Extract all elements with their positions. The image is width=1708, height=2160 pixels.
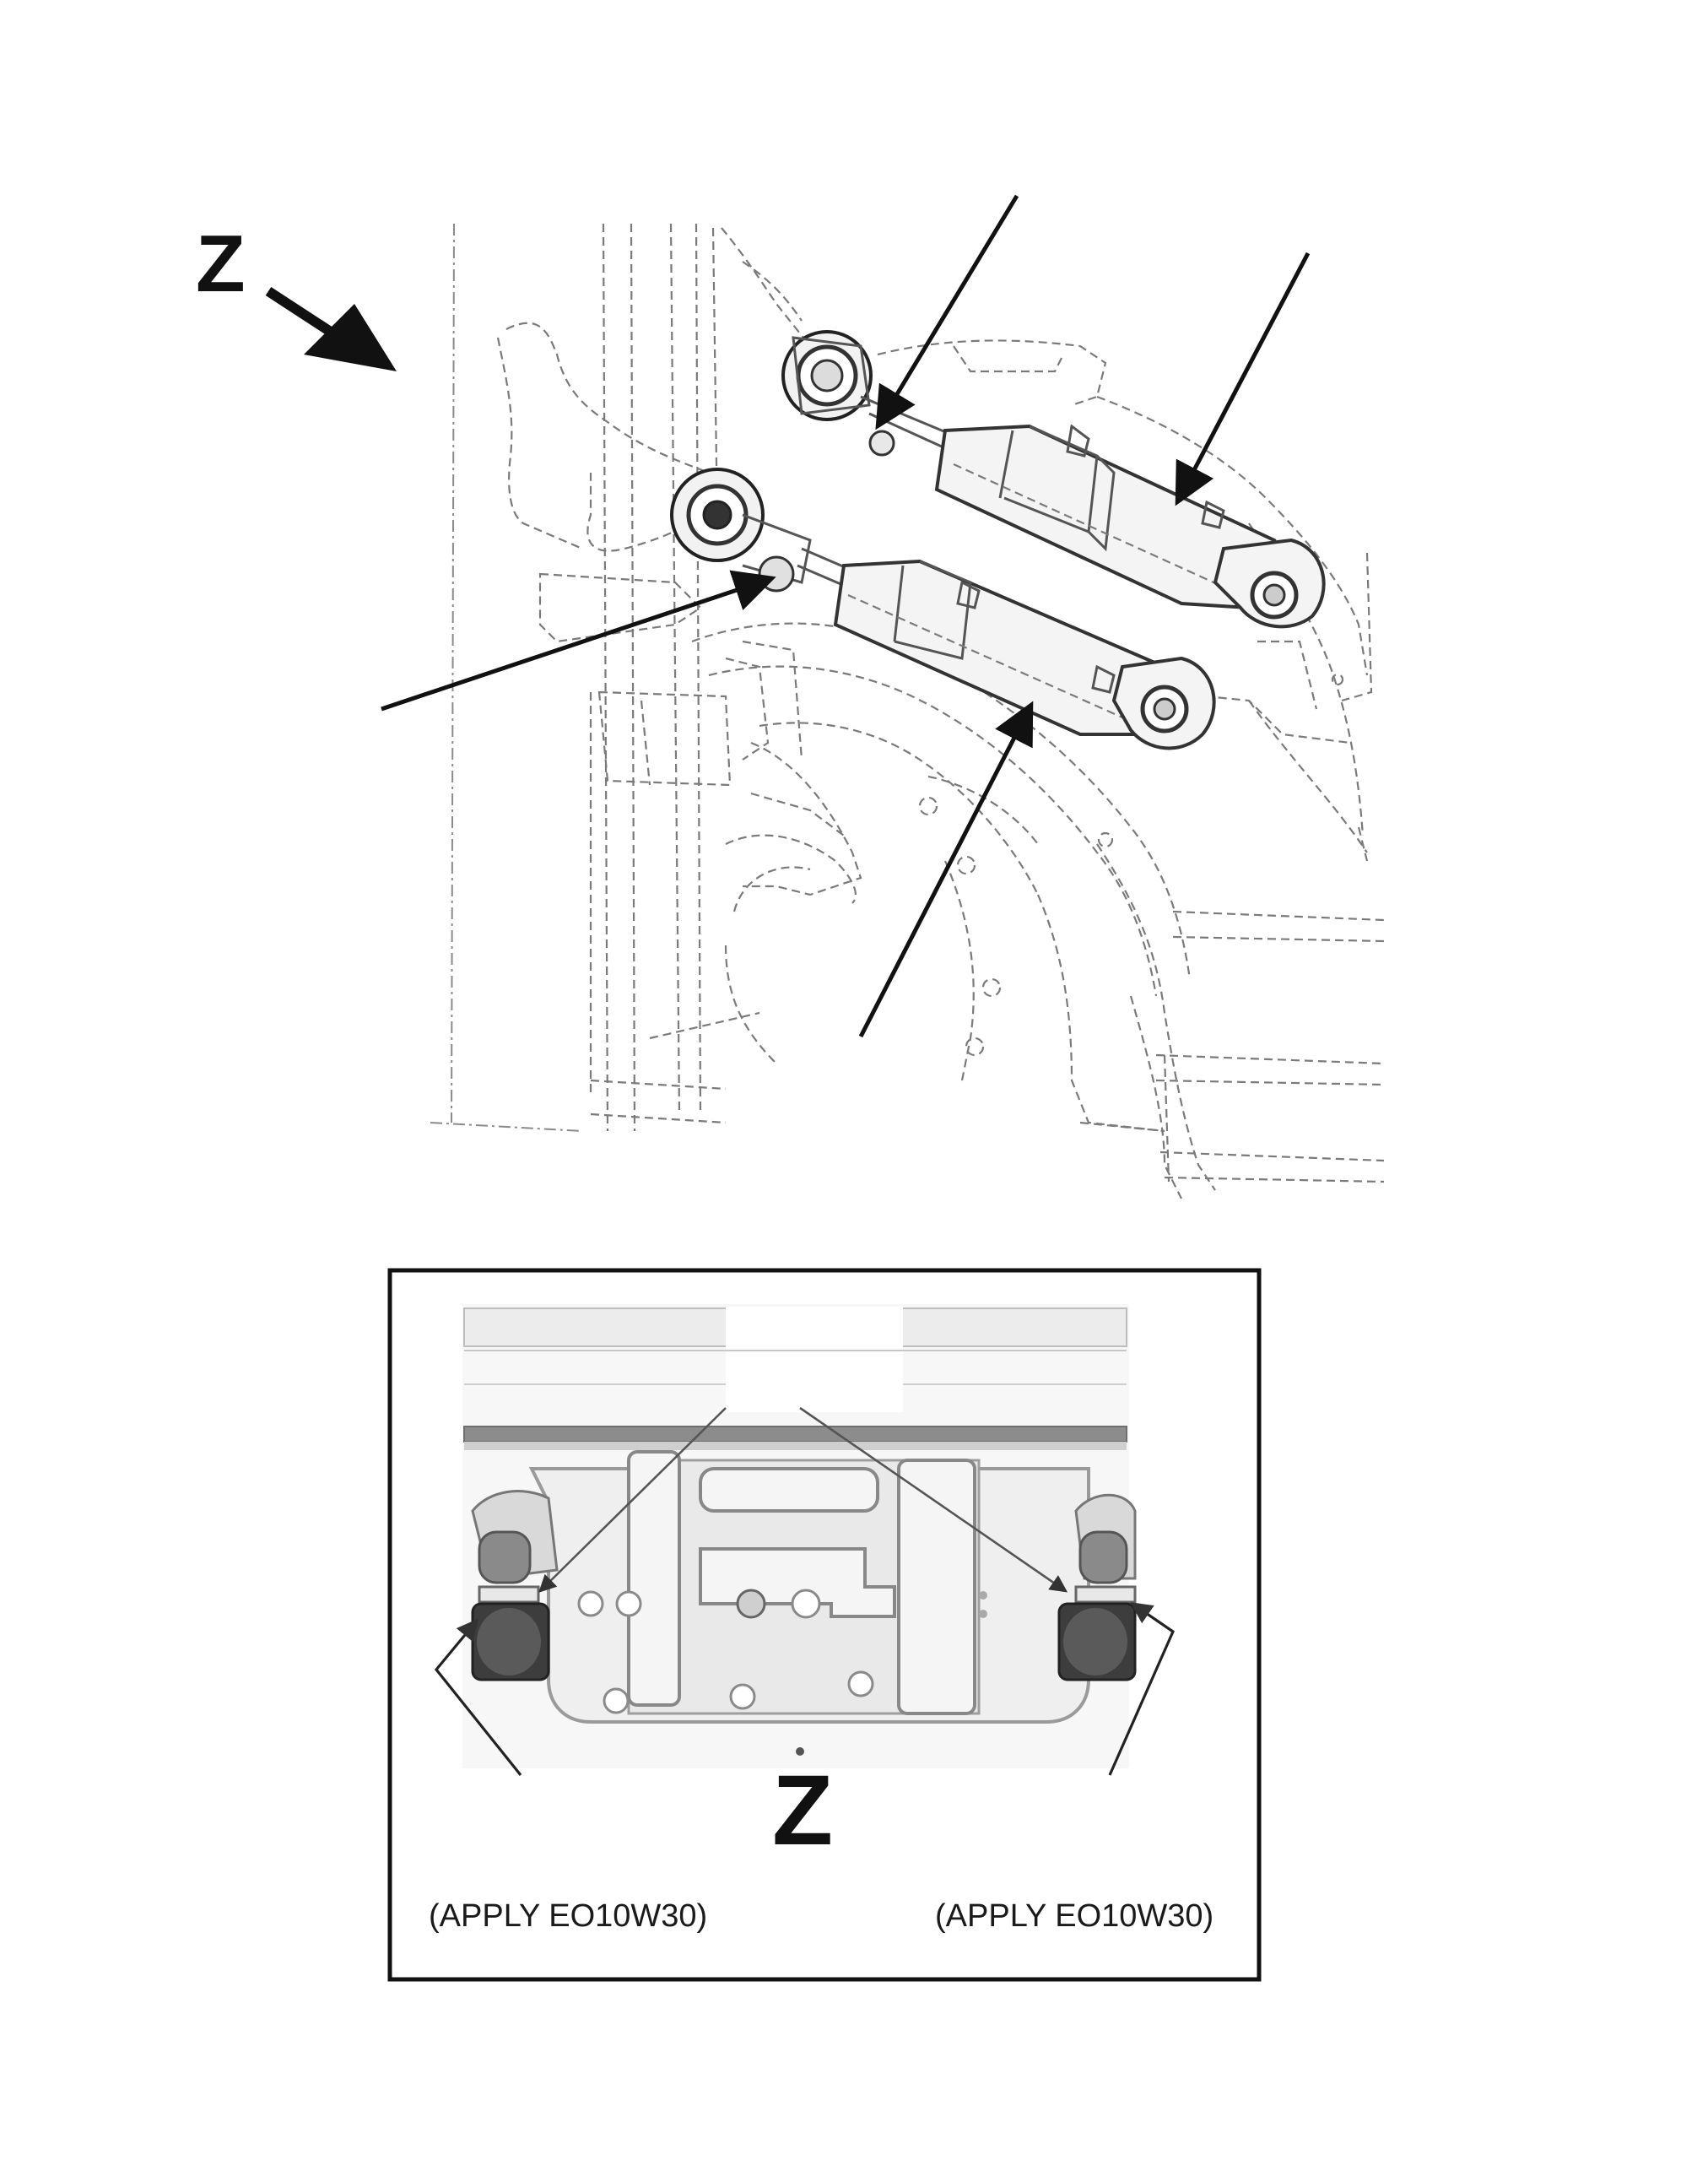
upper-isometric-view: Z (196, 194, 1385, 1199)
leader-arrows-detail (434, 1406, 1175, 1776)
note-left: (APPLY EO10W30) (429, 1898, 707, 1934)
detail-panel-illustration (462, 1304, 1137, 1768)
lower-strut (670, 468, 1318, 750)
view-marker-z: Z (196, 219, 246, 309)
note-right: (APPLY EO10W30) (935, 1898, 1213, 1934)
pillar-clip-outline (597, 640, 1039, 845)
view-direction-arrow (265, 286, 397, 371)
leader-arrows-upper (381, 194, 1311, 1038)
detail-view-label-z: Z (772, 1755, 833, 1866)
hinge-bracket (496, 227, 811, 643)
detail-view-z: Z (APPLY EO10W30) (APPLY EO10W30) (387, 1268, 1262, 1982)
